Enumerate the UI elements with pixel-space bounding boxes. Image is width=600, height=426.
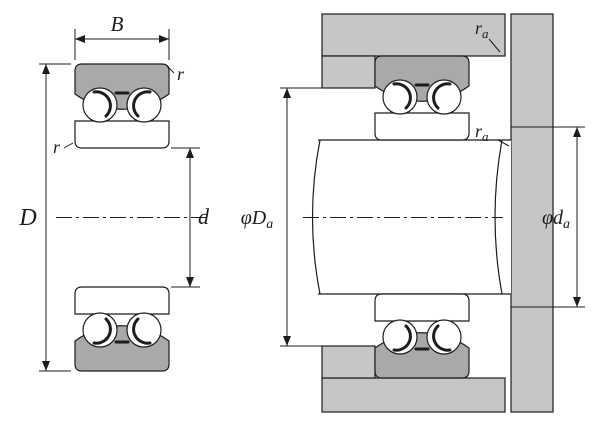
label-D: D [18,205,36,231]
housing-shoulder-top [321,55,376,89]
leader-r-outer [166,65,175,74]
leader-ra-shaft [497,139,510,147]
label-ra-housing-sub: a [482,26,489,41]
fillet-ra-shaft: ra [475,121,510,147]
label-Da-main: φD [241,207,267,229]
leader-ra-housing [488,38,501,53]
label-da-sub: a [563,217,570,232]
dimension-da: φda [511,126,585,308]
label-ra-housing-main: r [475,18,483,38]
fillet-ra-housing: ra [475,18,501,53]
leader-r-inner [63,142,74,149]
label-B: B [111,12,124,36]
housing-shoulder-bottom [321,345,376,379]
label-d: d [198,204,210,229]
bearing-cross-section-top [73,62,171,150]
label-ra-shaft: ra [475,121,489,144]
label-da: φda [542,207,570,232]
chamfer-r-outer: r [166,64,185,84]
label-Da-sub: a [266,217,273,232]
housing-bottom [321,377,506,413]
right-mounting-view: ra ra φDa φda [241,13,585,413]
left-section-view: B r r D d [18,12,211,373]
chamfer-r-inner: r [53,137,74,157]
label-da-main: φd [542,207,564,229]
dimension-D: D [18,63,71,372]
dimension-B: B [74,12,170,60]
label-ra-housing: ra [475,18,489,41]
mounted-bearing-section-top [373,54,471,142]
label-ra-shaft-sub: a [482,129,489,144]
label-Da: φDa [241,207,274,232]
dimension-Da: φDa [241,87,322,347]
dimension-d: d [171,147,210,288]
bearing-cross-section-bottom [73,285,171,373]
housing-top [321,13,506,57]
label-ra-shaft-main: r [475,121,483,141]
mounted-bearing-section-bottom [373,292,471,380]
label-r-inner: r [53,137,61,157]
label-r-outer: r [177,64,185,84]
